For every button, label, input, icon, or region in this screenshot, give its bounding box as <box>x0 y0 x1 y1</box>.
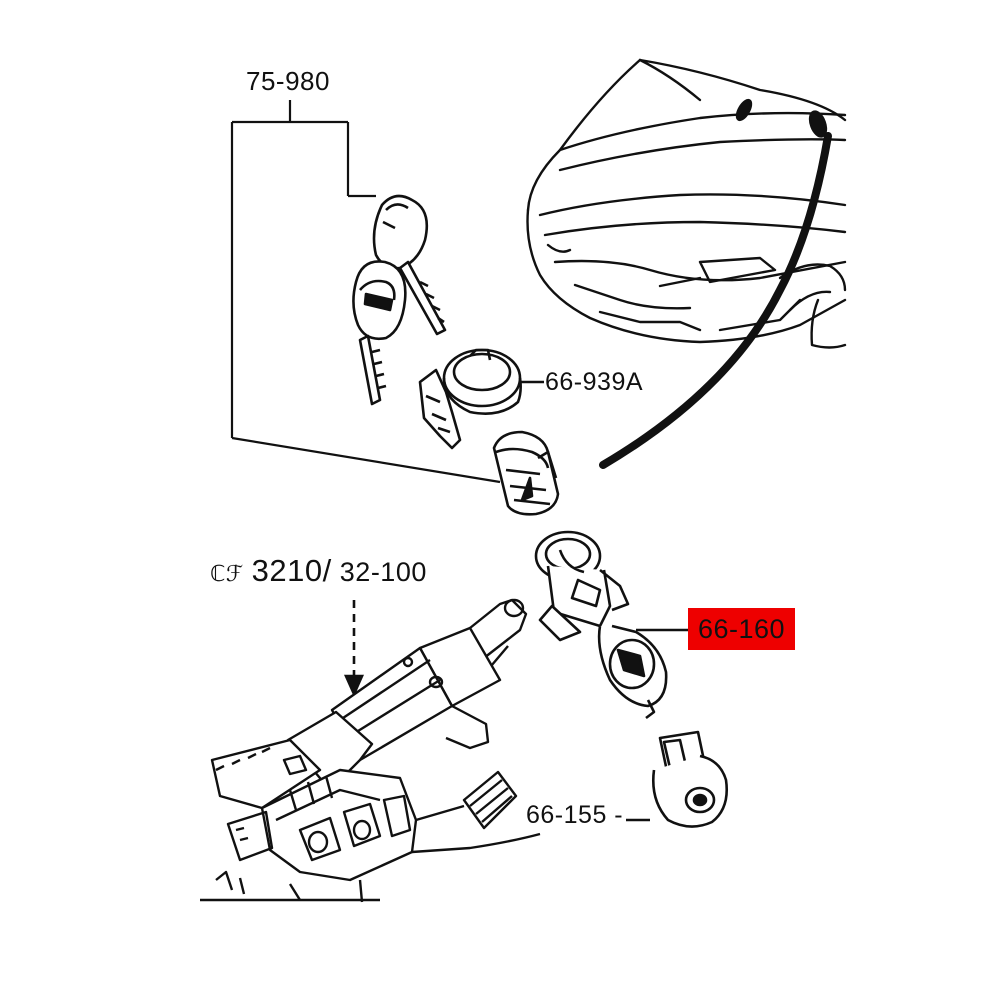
reference-arrow <box>343 600 365 698</box>
key-icon <box>352 194 447 406</box>
reference-secondary: 32-100 <box>339 557 427 587</box>
ignition-switch-part-number: 66-160 <box>697 614 786 644</box>
switch-part-number: 66-155 - <box>526 801 624 829</box>
keys-part-number: 75-980 <box>246 66 330 96</box>
ignition-switch-part <box>626 730 728 828</box>
reference-separator: / <box>322 553 332 588</box>
reference-label: ℂℱ 3210/ 32-100 <box>210 553 427 589</box>
car-front-outline <box>526 58 847 349</box>
reference-symbol: ℂℱ <box>210 561 244 586</box>
lock-cylinder-ring <box>418 348 544 450</box>
steering-column <box>200 598 541 903</box>
steering-lock-body <box>534 530 688 720</box>
lock-cylinder-part-number: 66-939A <box>545 368 644 396</box>
callout-highlight-box <box>688 608 795 650</box>
lock-cylinder-plug <box>492 430 560 516</box>
pointer-swoosh <box>599 132 832 469</box>
keys-bracket <box>230 100 501 484</box>
reference-main: 3210 <box>251 553 323 588</box>
